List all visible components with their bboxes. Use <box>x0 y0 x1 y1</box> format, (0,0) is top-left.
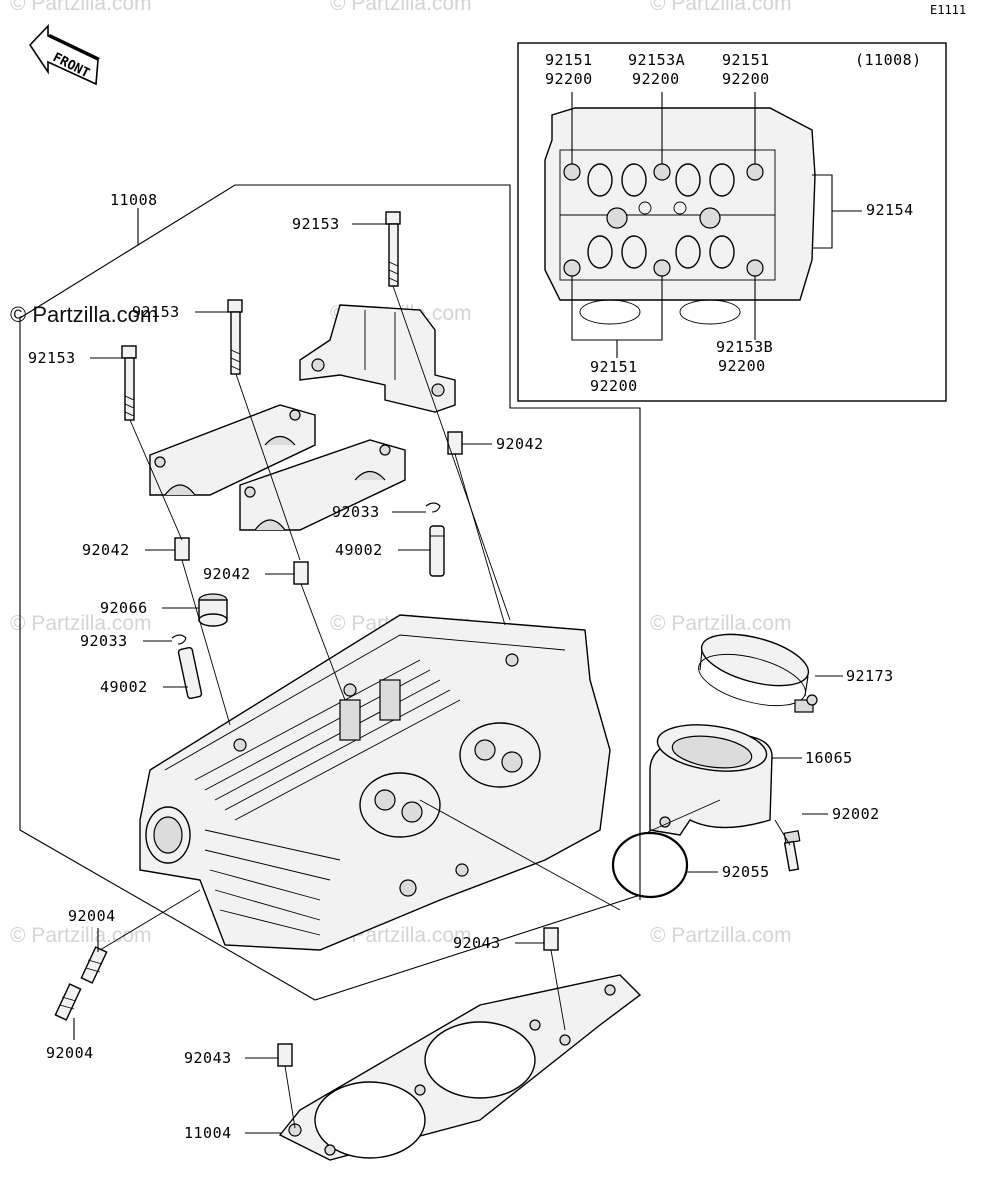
inset-label-top-3b: 92200 <box>722 70 770 88</box>
part-label-49002: 49002 <box>100 678 148 696</box>
hose-clamp-icon <box>698 633 818 713</box>
inset-label-top-2a: 92153A <box>628 51 685 69</box>
dowel-pin-icon <box>447 431 463 455</box>
part-label-92042: 92042 <box>496 435 544 453</box>
part-label-49002: 49002 <box>335 541 383 559</box>
dowel-pin-icon <box>543 927 559 951</box>
clip-icon <box>425 502 441 513</box>
inset-bolt-icons <box>563 163 764 277</box>
dowel-pin-icon <box>293 561 309 585</box>
inset-label-bottom-2a: 92153B <box>716 338 773 356</box>
clip-icon <box>171 634 187 645</box>
part-label-92002: 92002 <box>832 805 880 823</box>
screw-icon <box>783 830 801 872</box>
part-label-92153: 92153 <box>28 349 76 367</box>
part-label-92055: 92055 <box>722 863 770 881</box>
part-label-92042: 92042 <box>82 541 130 559</box>
bolt-icon <box>227 299 243 375</box>
cylinder-head-bracket <box>19 184 641 1001</box>
valve-guide-icon <box>177 646 203 700</box>
part-label-92043: 92043 <box>453 934 501 952</box>
part-label-16065: 16065 <box>805 749 853 767</box>
part-label-92066: 92066 <box>100 599 148 617</box>
part-label-92173: 92173 <box>846 667 894 685</box>
inset-title: (11008) <box>855 51 922 69</box>
inset-label-top-2b: 92200 <box>632 70 680 88</box>
watermark-text: © Partzilla.com <box>10 924 152 947</box>
inset-label-bottom-1a: 92151 <box>590 358 638 376</box>
stud-bolt-icon <box>80 946 108 984</box>
cam-holder-icon <box>299 304 456 413</box>
inset-label-bottom-2b: 92200 <box>718 357 766 375</box>
part-label-11008: 11008 <box>110 191 158 209</box>
part-label-11004: 11004 <box>184 1124 232 1142</box>
watermark-text: © Partzilla.com <box>10 0 152 15</box>
plug-seal-icon <box>198 593 228 627</box>
inset-label-right: 92154 <box>866 201 914 219</box>
part-label-92153: 92153 <box>132 303 180 321</box>
dowel-pin-icon <box>174 537 190 561</box>
watermark-main: © Partzilla.com <box>10 302 158 327</box>
watermark-text: © Partzilla.com <box>10 612 152 635</box>
watermark-text: © Partzilla.com <box>330 0 472 15</box>
part-label-92004: 92004 <box>68 907 116 925</box>
inset-head-view: (11008) 92151 92200 92153A 92200 92151 9… <box>517 42 947 402</box>
part-labels: 11008 92153 92153 92153 92042 92042 9204… <box>28 191 894 1142</box>
part-label-92042: 92042 <box>203 565 251 583</box>
part-label-92153: 92153 <box>292 215 340 233</box>
cylinder-head-icon <box>139 614 611 951</box>
stud-bolt-icon <box>54 983 82 1021</box>
bolt-icon <box>121 345 137 421</box>
inset-cam-icons <box>587 163 735 269</box>
bolt-icon <box>385 211 401 287</box>
watermark-text: © Partzilla.com <box>650 0 792 15</box>
dowel-pin-icon <box>277 1043 293 1067</box>
part-label-92004: 92004 <box>46 1044 94 1062</box>
inset-label-bottom-1b: 92200 <box>590 377 638 395</box>
cam-cap-icon <box>149 404 316 496</box>
head-gasket-icon <box>278 974 642 1161</box>
leader-lines <box>73 223 843 1134</box>
part-label-92043: 92043 <box>184 1049 232 1067</box>
throttle-body-holder-icon <box>649 724 773 836</box>
valve-guide-icon <box>429 525 445 577</box>
part-label-92033: 92033 <box>332 503 380 521</box>
inset-label-top-1a: 92151 <box>545 51 593 69</box>
cam-cap-icon <box>239 439 406 531</box>
diagram-code: E1111 <box>930 3 966 17</box>
inset-label-top-1b: 92200 <box>545 70 593 88</box>
o-ring-icon <box>611 831 689 899</box>
watermark-text: © Partzilla.com <box>650 612 792 635</box>
part-label-92033: 92033 <box>80 632 128 650</box>
inset-label-top-3a: 92151 <box>722 51 770 69</box>
watermark-text: © Partzilla.com <box>650 924 792 947</box>
front-arrow-icon: FRONT <box>28 23 100 86</box>
